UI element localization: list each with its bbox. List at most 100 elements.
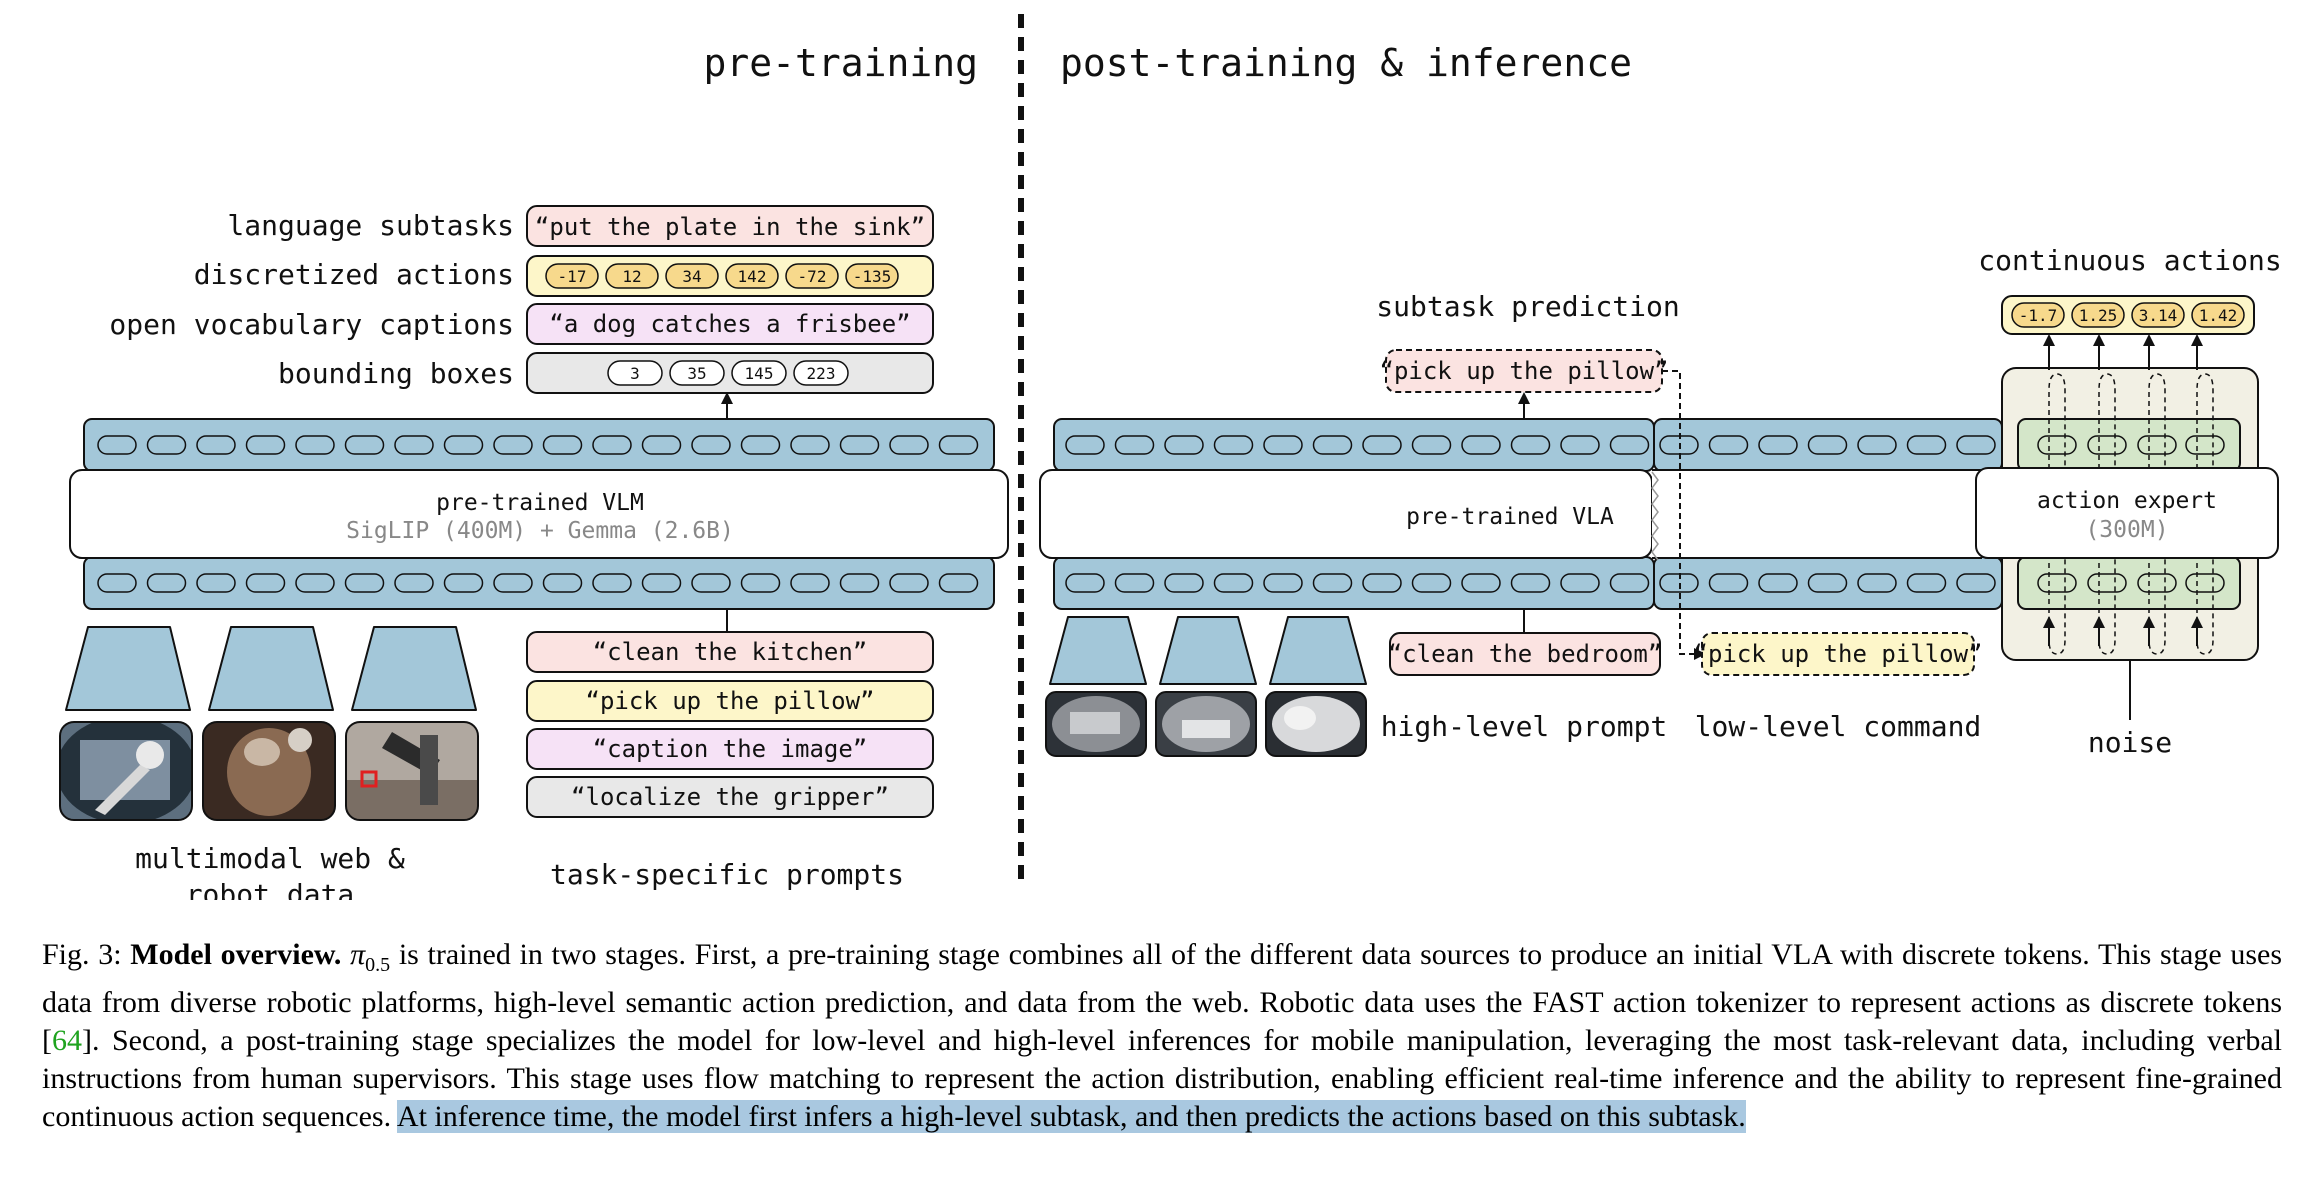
bedroom-image-2 (1155, 691, 1257, 757)
bbox-token-pill (731, 360, 787, 386)
vla-token (1956, 435, 1996, 455)
caption-fig-label: Fig. 3: (42, 938, 131, 971)
image-encoder-3 (351, 626, 477, 711)
data-label-line-1: multimodal web & (135, 842, 405, 875)
bbox-token-pill (669, 360, 725, 386)
vla-token (1263, 435, 1303, 455)
vla-token (1213, 435, 1254, 455)
expert-token (2185, 435, 2225, 455)
discrete-token-pill (785, 263, 839, 289)
vla-token (1114, 573, 1155, 593)
vlm-token (542, 573, 583, 593)
noise-label: noise (2088, 726, 2172, 759)
dog-image (202, 721, 336, 821)
action-expert-subtitle: (300M) (2085, 517, 2168, 543)
expert-token (2037, 573, 2077, 593)
flow-matching-loops (2043, 334, 2214, 655)
bbox-token-pill (607, 360, 663, 386)
robot-image-1 (59, 721, 193, 821)
vla-token (1312, 573, 1353, 593)
vlm-token (790, 435, 830, 455)
caption-text-b: ]. Second, a post-training stage special… (42, 1024, 2282, 1133)
vlm-token (394, 573, 434, 593)
vla-token (1609, 573, 1650, 593)
vla-token (1164, 573, 1204, 593)
low-level-command-box (1701, 632, 1975, 676)
vlm-token (592, 435, 632, 455)
vlm-token (839, 573, 880, 593)
vlm-token (146, 573, 187, 593)
label-language-subtasks: language subtasks (227, 209, 514, 242)
vla-token (1906, 573, 1947, 593)
expert-token (2137, 573, 2177, 593)
vlm-token (889, 573, 929, 593)
vlm-token (394, 435, 434, 455)
expert-token (2185, 573, 2225, 593)
vla-token (1213, 573, 1254, 593)
discrete-token-value: -17 (558, 267, 587, 286)
continuous-action-token-pill (2011, 302, 2065, 328)
vlm-title: pre-trained VLM (436, 490, 644, 516)
vla-split-squiggle (1651, 471, 1659, 561)
discrete-token-value: 34 (682, 267, 701, 286)
prompt-box-clean-kitchen (526, 631, 934, 673)
vla-top-tokens (1065, 435, 1996, 455)
vlm-token (790, 573, 830, 593)
pretrain-output-labels: language subtasks discretized actions op… (109, 209, 514, 390)
vlm-token (344, 573, 385, 593)
action-expert-tokens (2037, 435, 2225, 593)
caption-text-a: is trained in two stages. First, a pre-t… (42, 938, 2282, 1057)
continuous-action-token-pill (2071, 302, 2125, 328)
discrete-token-value: -135 (853, 267, 892, 286)
prompt-box-localize-gripper (526, 776, 934, 818)
vla-token (1065, 573, 1105, 593)
caption-output-text: “a dog catches a frisbee” (549, 310, 910, 338)
prompt-text-caption-image: “caption the image” (593, 735, 868, 763)
low-level-command-text: “pick up the pillow” (1694, 640, 1983, 668)
bbox-token-value: 223 (807, 364, 836, 383)
prompt-text-clean-kitchen: “clean the kitchen” (593, 638, 868, 666)
pre-training-title: pre-training (703, 41, 978, 85)
expert-token (2087, 573, 2127, 593)
vlm-token (97, 573, 137, 593)
vla-token (1708, 435, 1749, 455)
vlm-token (146, 435, 187, 455)
vla-token (1411, 435, 1452, 455)
denoising-loop (2148, 373, 2166, 655)
vlm-bottom-tokens (97, 573, 979, 593)
vla-image-encoder-1 (1049, 616, 1147, 685)
task-specific-prompts-label: task-specific prompts (550, 858, 904, 891)
prompt-box-caption-image (526, 728, 934, 770)
predicted-subtask-text: “pick up the pillow” (1380, 357, 1669, 385)
vlm-token (493, 435, 533, 455)
vla-token (1510, 573, 1551, 593)
image-encoder-2 (208, 626, 334, 711)
vla-token (1956, 573, 1996, 593)
vlm-token (196, 435, 236, 455)
vlm-token (691, 573, 731, 593)
vlm-token (839, 435, 880, 455)
high-level-prompt-box (1389, 632, 1661, 676)
label-open-vocabulary-captions: open vocabulary captions (109, 308, 514, 341)
continuous-action-token-value: 1.25 (2079, 306, 2118, 325)
discrete-token-pill (845, 263, 899, 289)
bbox-token-value: 35 (687, 364, 706, 383)
pretrained-vlm-box (69, 469, 1009, 559)
vlm-token (196, 573, 236, 593)
data-label-line-2: robot data (186, 878, 355, 900)
bedroom-image-1 (1045, 691, 1147, 757)
action-expert-box (1975, 467, 2279, 559)
language-subtask-output-text: “put the plate in the sink” (535, 213, 925, 241)
action-expert-title: action expert (2037, 488, 2217, 514)
vla-token (1362, 435, 1402, 455)
vlm-token (542, 435, 583, 455)
vlm-token (295, 435, 335, 455)
vla-token (1708, 573, 1749, 593)
caption-highlighted-text[interactable]: At inference time, the model first infer… (396, 1100, 1746, 1133)
prompt-box-pick-pillow (526, 680, 934, 722)
vlm-token (641, 435, 682, 455)
caption-citation-link[interactable]: 64 (52, 1024, 82, 1057)
vla-token (1263, 573, 1303, 593)
